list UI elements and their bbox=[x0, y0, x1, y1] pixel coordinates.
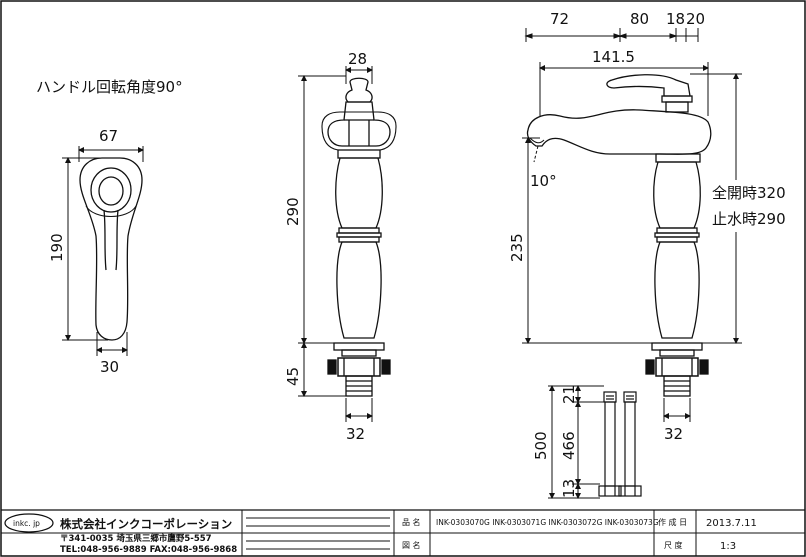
drawing-name-label: 図 名 bbox=[402, 540, 421, 550]
dim-front-base bbox=[345, 398, 373, 422]
hose-right-nut bbox=[618, 485, 642, 497]
rotation-arc bbox=[85, 205, 137, 217]
dim-72-label: 72 bbox=[550, 10, 569, 28]
logo-badge bbox=[4, 513, 54, 533]
dim-18-label: 18 bbox=[666, 10, 685, 28]
hose-right-top bbox=[623, 391, 637, 403]
dim-front-base-label: 32 bbox=[346, 425, 365, 443]
handle-cap-inner bbox=[98, 176, 124, 206]
full-open-label: 全開時320 bbox=[712, 184, 786, 202]
side-body-upper bbox=[653, 161, 701, 229]
front-base-flange bbox=[333, 342, 385, 351]
dim-front-height bbox=[298, 75, 346, 397]
scale-label: 尺 度 bbox=[664, 540, 683, 550]
dim-side-height bbox=[522, 137, 652, 344]
created-date-value: 2013.7.11 bbox=[706, 518, 757, 529]
hose-left-nut bbox=[598, 485, 622, 497]
dim-80-label: 80 bbox=[630, 10, 649, 28]
dim-hose-total-label: 500 bbox=[532, 431, 550, 460]
dim-front-height-label: 290 bbox=[284, 197, 302, 226]
dim-handle-base-label: 30 bbox=[100, 358, 119, 376]
dim-handle-height-label: 190 bbox=[48, 233, 66, 262]
side-lever bbox=[606, 74, 691, 97]
dim-hose-middle-label: 466 bbox=[560, 431, 578, 460]
dim-angle-label: 10° bbox=[530, 172, 557, 190]
dim-front-top-label: 28 bbox=[348, 50, 367, 68]
front-lever bbox=[327, 101, 391, 147]
dim-side-top bbox=[524, 28, 699, 42]
dim-side-base bbox=[663, 398, 691, 422]
handle-cap-ring bbox=[90, 167, 132, 213]
scale-value: 1:3 bbox=[720, 541, 736, 552]
title-block bbox=[1, 509, 805, 556]
front-body-upper bbox=[335, 157, 383, 229]
front-body-lower bbox=[336, 241, 382, 339]
hose-left bbox=[604, 401, 616, 487]
hose-left-top bbox=[603, 391, 617, 403]
dim-hose bbox=[548, 385, 604, 499]
side-spout bbox=[526, 109, 712, 155]
company-name: 株式会社インクコーポレーション bbox=[60, 517, 232, 531]
dim-hose-bottom-label: 13 bbox=[560, 479, 578, 498]
dim-handle-base bbox=[96, 332, 128, 356]
dim-side-base-label: 32 bbox=[664, 425, 683, 443]
product-codes: INK-0303070G INK-0303071G INK-0303072G I… bbox=[436, 518, 659, 527]
company-address: 〒341-0035 埼玉県三郷市鷹野5-557 bbox=[60, 533, 212, 544]
handle-outline bbox=[79, 157, 143, 341]
handle-rotation-note: ハンドル回転角度90° bbox=[36, 78, 183, 96]
dim-hose-top-label: 21 bbox=[560, 385, 578, 404]
dim-handle-height bbox=[62, 157, 108, 341]
dim-side-height-label: 235 bbox=[508, 233, 526, 262]
dim-reach bbox=[539, 62, 709, 116]
company-contact: TEL:048-956-9889 FAX:048-956-9868 bbox=[60, 545, 237, 555]
side-base-flange bbox=[651, 342, 703, 351]
dim-handle-width-label: 67 bbox=[99, 127, 118, 145]
stop-label: 止水時290 bbox=[712, 210, 786, 228]
side-body-lower bbox=[654, 241, 700, 339]
hose-right bbox=[624, 401, 636, 487]
created-date-label: 作 成 日 bbox=[658, 517, 687, 527]
front-collar bbox=[321, 111, 397, 151]
front-knob bbox=[345, 77, 373, 103]
faucet-front-view bbox=[321, 77, 397, 397]
product-name-label: 品 名 bbox=[402, 517, 421, 527]
handle-lever-groove bbox=[103, 209, 119, 271]
logo-text: inkc. jp bbox=[13, 519, 40, 528]
dim-reach-label: 141.5 bbox=[592, 48, 635, 66]
supply-hoses bbox=[598, 391, 642, 497]
dim-side-total-mask bbox=[710, 180, 796, 232]
dim-handle-width bbox=[78, 146, 144, 162]
water-stream bbox=[533, 145, 539, 163]
dim-front-top bbox=[345, 66, 373, 84]
dim-20-label: 20 bbox=[686, 10, 705, 28]
dim-front-base-height-label: 45 bbox=[284, 367, 302, 386]
faucet-side-view bbox=[526, 74, 712, 397]
handle-top-view bbox=[79, 157, 143, 341]
